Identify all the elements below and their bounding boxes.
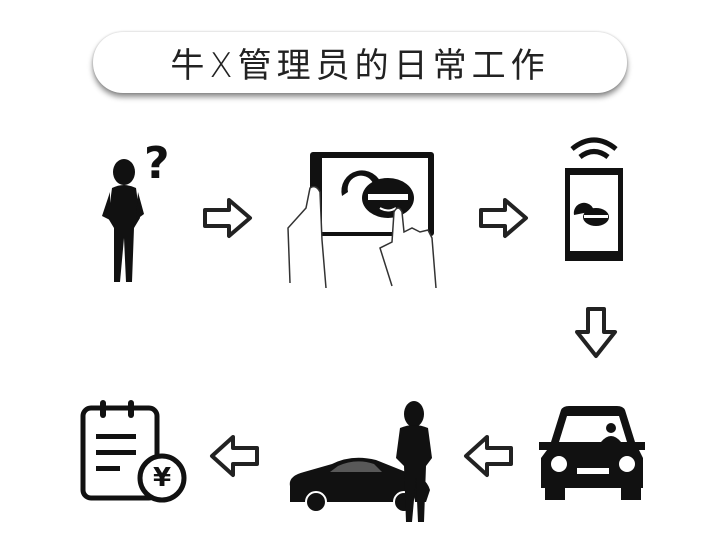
page-title: 牛X管理员的日常工作 [170,46,550,86]
bill-calendar-yuan-icon [80,400,187,503]
arrow-down-icon [575,307,617,358]
svg-text:?: ? [144,138,170,189]
title-banner: 牛X管理员的日常工作 [93,32,627,93]
tablet-app-touch-icon [287,152,437,289]
person-with-car-icon [289,401,432,522]
yuan-symbol: ¥ [152,463,172,493]
car-driver-front-icon [539,406,645,500]
arrow-right-icon [203,198,252,238]
arrow-left-icon [210,435,259,477]
phone-wifi-notification-icon [565,137,623,261]
arrow-right-icon [479,198,528,238]
arrow-left-icon [464,435,513,477]
confused-person-icon: ? [102,138,170,282]
